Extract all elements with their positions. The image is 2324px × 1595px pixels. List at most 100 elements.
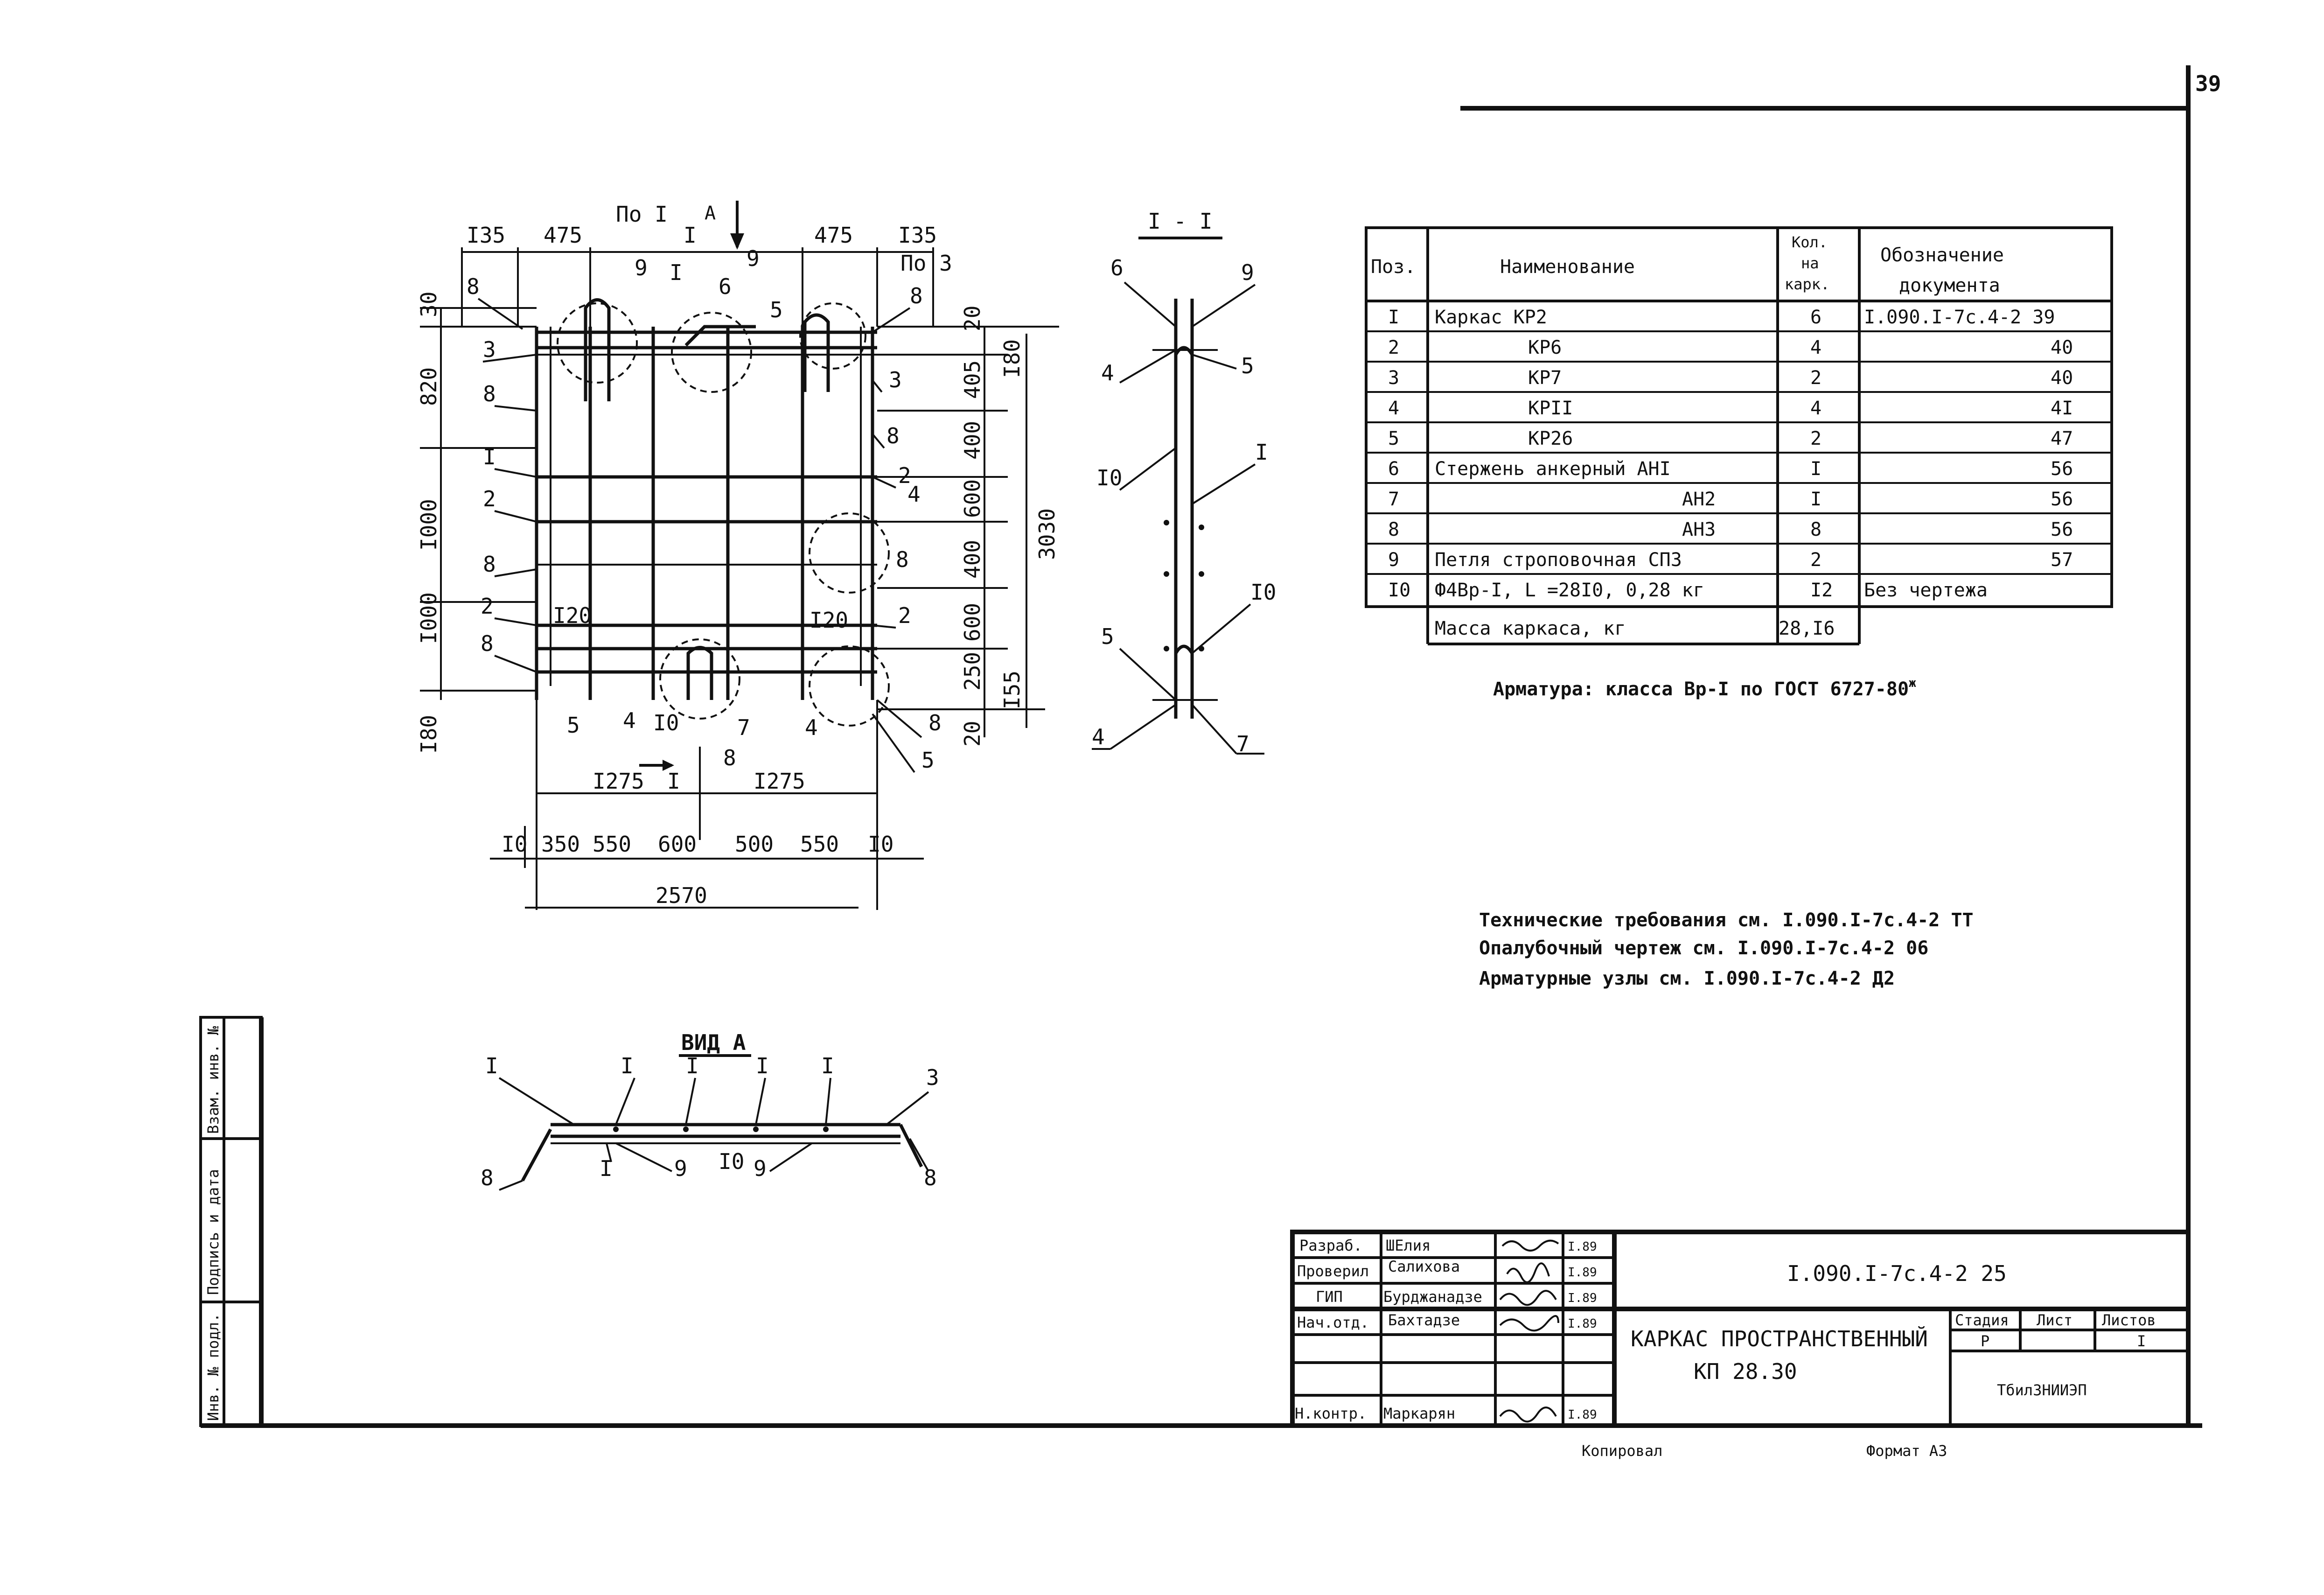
view-a-label: I (821, 1053, 834, 1078)
pos-label: 5 (567, 713, 580, 738)
dim-right-155: I55 (999, 671, 1025, 709)
pos-label: 4 (805, 715, 818, 740)
spec-cell-qty: 2 (1810, 367, 1822, 389)
spec-cell-pos: 6 (1388, 458, 1399, 480)
sign-date: I.89 (1568, 1240, 1597, 1254)
spec-cell-name: КР7 (1528, 367, 1562, 389)
title-block-dates: I.89 I.89 I.89 I.89 I.89 (1568, 1240, 1597, 1422)
view-a-arrowhead-icon (730, 233, 744, 250)
spec-header-doc-2: документа (1899, 275, 2000, 296)
pos-label: 8 (467, 274, 480, 299)
role-checked: Проверил (1297, 1262, 1369, 1280)
pos-label: 2 (483, 486, 496, 511)
section-i-i: I - I 6 9 4 5 I0 I I0 5 4 7 (1092, 209, 1276, 756)
section-label: 5 (1101, 624, 1114, 649)
marker-po-1: По I (616, 202, 668, 227)
stamp-sign-date: Подпись и дата (204, 1169, 222, 1295)
spec-header-qty-1: Кол. (1792, 233, 1828, 251)
signer-name: Бахтадзе (1388, 1311, 1460, 1329)
sheet-header: Лист (2037, 1311, 2073, 1329)
pos-label: 8 (723, 745, 736, 770)
pos-label: 5 (770, 297, 783, 322)
spec-cell-qty: 4 (1810, 337, 1822, 358)
dim-b2-550-a: 550 (593, 832, 631, 857)
spec-cell-name: КР6 (1528, 337, 1562, 358)
signature-icon (1499, 1315, 1559, 1332)
spec-cell-name: Каркас КР2 (1435, 307, 1547, 328)
view-a: ВИД А I I I I I 3 8 I 9 I0 9 8 (481, 1030, 939, 1191)
stamp-inv-no: Инв. № подл. (204, 1313, 222, 1421)
dim-left-180: I80 (416, 715, 441, 754)
view-a-label: 8 (924, 1165, 937, 1190)
spec-cell-qty: 8 (1810, 519, 1822, 540)
spec-cell-name: Петля строповочная СП3 (1435, 549, 1682, 571)
role-dept-head: Нач.отд. (1297, 1314, 1369, 1331)
document-code: I.090.I-7с.4-2 25 (1787, 1261, 2007, 1286)
spec-cell-pos: I0 (1388, 580, 1410, 601)
spec-cell-doc: 40 (2051, 337, 2073, 358)
dim-b2-550-b: 550 (800, 832, 839, 857)
label-i20-right: I20 (810, 608, 848, 633)
pos-label: 3 (483, 337, 496, 362)
spec-header-qty-3: карк. (1785, 275, 1829, 293)
spec-mass-value: 28,I6 (1779, 618, 1835, 639)
dim-left-1000-b: I000 (416, 592, 441, 644)
side-stamp: Инв. № подл. Подпись и дата Взам. инв. № (199, 1016, 263, 1427)
dim-top-475-left: 475 (544, 223, 582, 248)
pos-label: 8 (483, 381, 496, 406)
spec-cell-name: Стержень анкерный АНI (1435, 458, 1671, 480)
spec-cell-pos: 8 (1388, 519, 1399, 540)
spec-cell-pos: 9 (1388, 549, 1399, 571)
view-a-label: I0 (719, 1149, 744, 1174)
dim-right-20-top: 20 (960, 306, 985, 331)
pos-label: I (670, 260, 683, 285)
notes: Арматура: класса Вр-I по ГОСТ 6727-80ж Т… (1479, 676, 1974, 989)
sign-date: I.89 (1568, 1408, 1597, 1422)
spec-cell-name: Ф4Вр-I, L =28I0, 0,28 кг (1435, 580, 1704, 601)
spec-cell-doc: I.090.I-7с.4-2 39 (1864, 307, 2055, 328)
stamp-replace-inv: Взам. инв. № (204, 1026, 222, 1134)
sheets-value: I (2137, 1332, 2146, 1350)
spec-cell-name: АН3 (1682, 519, 1716, 540)
spec-table: Поз. Наименование Кол. на карк. Обозначе… (1365, 226, 2113, 645)
pos-label: 8 (928, 710, 942, 735)
footer: Копировал Формат А3 (1582, 1442, 1947, 1460)
section-label: 5 (1241, 353, 1254, 378)
spec-cell-pos: 4 (1388, 398, 1399, 419)
dim-right-600-a: 600 (960, 479, 985, 518)
sign-date: I.89 (1568, 1317, 1597, 1331)
title-block-roles: Разраб. Проверил ГИП Нач.отд. Н.контр. (1295, 1237, 1369, 1422)
view-a-label: I (756, 1053, 769, 1078)
dim-b2-500: 500 (735, 832, 774, 857)
signer-name: Салихова (1388, 1258, 1460, 1275)
dim-top-475-right: 475 (814, 223, 853, 248)
pos-label: 6 (719, 274, 732, 299)
spec-cell-pos: 2 (1388, 337, 1399, 358)
section-label: 6 (1110, 255, 1124, 280)
pos-label: 8 (896, 547, 909, 572)
signature-icon (1499, 1290, 1557, 1306)
note-line: Технические требования см. I.090.I-7с.4-… (1479, 909, 1974, 931)
spec-header-doc-1: Обозначение (1880, 245, 2004, 266)
dim-right-180: I80 (999, 339, 1025, 378)
view-a-label: I (621, 1053, 634, 1078)
spec-cell-name: АН2 (1682, 489, 1716, 510)
pos-label: 9 (747, 246, 760, 271)
spec-cell-qty: I (1810, 458, 1822, 480)
note-armatura: Арматура: класса Вр-I по ГОСТ 6727-80ж (1493, 676, 1916, 700)
note-line: Арматурные узлы см. I.090.I-7с.4-2 Д2 (1479, 968, 1895, 989)
dim-right-600-b: 600 (960, 603, 985, 642)
spec-cell-doc: 56 (2051, 489, 2073, 510)
section-label: I (1255, 440, 1268, 465)
document-title-1: КАРКАС ПРОСТРАНСТВЕННЫЙ (1631, 1326, 1928, 1351)
view-a-label: 9 (674, 1156, 687, 1181)
note-armatura-sup: ж (1909, 676, 1916, 690)
pos-label: 8 (886, 423, 900, 448)
title-block-names: ШЕлия Салихова Бурджанадзе Бахтадзе Марк… (1383, 1237, 1482, 1422)
section-label: 7 (1236, 731, 1249, 756)
role-norm-control: Н.контр. (1295, 1405, 1367, 1422)
spec-cell-qty: 4 (1810, 398, 1822, 419)
spec-cell-pos: 7 (1388, 489, 1399, 510)
dim-b2-10-left: I0 (502, 832, 527, 857)
